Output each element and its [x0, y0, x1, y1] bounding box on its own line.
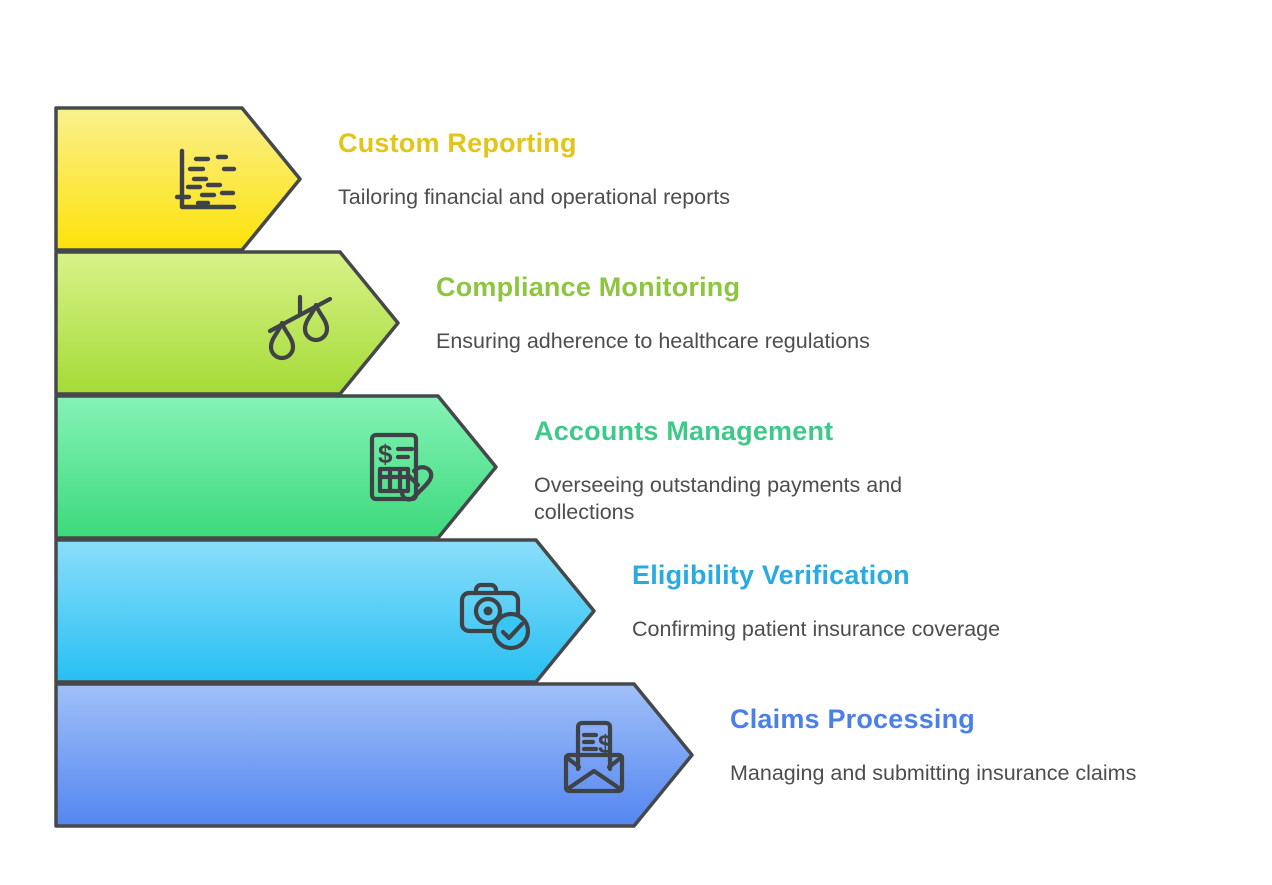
camera-check-icon: [454, 571, 538, 655]
process-step: $ Accounts Management Overseeing outstan…: [54, 394, 1116, 540]
step-description: Overseeing outstanding payments and coll…: [534, 473, 903, 524]
step-description: Confirming patient insurance coverage: [632, 617, 1001, 641]
process-step: $ Claims Processing Managing and submitt…: [54, 682, 1272, 828]
process-step: Eligibility Verification Confirming pati…: [54, 538, 1214, 684]
step-text-block: Claims Processing Managing and submittin…: [730, 702, 1136, 787]
step-text-block: Accounts Management Overseeing outstandi…: [534, 414, 954, 526]
invoice-hand-icon: $: [356, 427, 440, 511]
step-title: Compliance Monitoring: [436, 272, 741, 302]
step-description: Managing and submitting insurance claims: [730, 761, 1137, 785]
step-title: Accounts Management: [534, 416, 834, 446]
step-text-block: Custom Reporting Tailoring financial and…: [338, 126, 730, 211]
process-step: Custom Reporting Tailoring financial and…: [54, 106, 920, 252]
svg-text:$: $: [378, 439, 393, 469]
process-step: Compliance Monitoring Ensuring adherence…: [54, 250, 1018, 396]
balance-scale-icon: [258, 283, 342, 367]
step-description: Tailoring financial and operational repo…: [338, 185, 731, 209]
step-title: Claims Processing: [730, 704, 976, 734]
step-title: Custom Reporting: [338, 128, 577, 158]
step-text-block: Eligibility Verification Confirming pati…: [632, 558, 1000, 643]
report-chart-icon: [160, 139, 244, 223]
envelope-money-icon: $: [552, 715, 636, 799]
step-title: Eligibility Verification: [632, 560, 910, 590]
step-description: Ensuring adherence to healthcare regulat…: [436, 329, 870, 353]
svg-text:$: $: [598, 729, 613, 759]
step-text-block: Compliance Monitoring Ensuring adherence…: [436, 270, 870, 355]
